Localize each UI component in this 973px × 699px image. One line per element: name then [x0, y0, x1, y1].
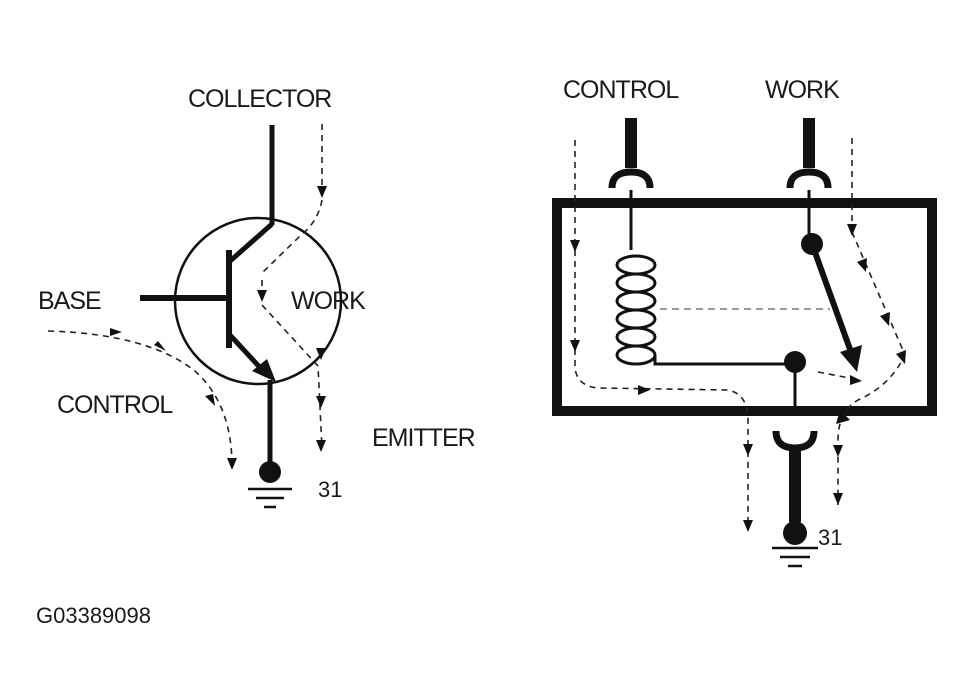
emitter-arrowhead — [252, 359, 276, 382]
emitter-label: EMITTER — [372, 424, 475, 452]
relay-control-current-path — [570, 140, 753, 532]
relay-coil — [615, 190, 795, 366]
transistor-control-label: CONTROL — [57, 391, 173, 419]
transistor-work-current-path — [257, 124, 327, 452]
figure-id: G03389098 — [36, 603, 151, 628]
relay-ground-label: 31 — [818, 525, 842, 550]
relay-housing — [552, 198, 937, 416]
transistor-symbol: COLLECTOR BASE WORK CONTROL EMITTER 31 — [38, 85, 476, 509]
work-terminal — [786, 118, 832, 189]
relay-control-label: CONTROL — [563, 76, 679, 104]
relay-work-current-path — [817, 138, 906, 505]
transistor-ground-label: 31 — [318, 477, 342, 502]
relay-switch — [784, 190, 862, 408]
transistor-ground-terminal — [259, 461, 281, 483]
base-label: BASE — [38, 287, 101, 315]
relay-work-label: WORK — [765, 76, 840, 104]
transistor-control-current-path — [47, 328, 237, 470]
relay-ground-terminal — [772, 430, 818, 568]
collector-label: COLLECTOR — [188, 85, 331, 113]
relay-symbol: CONTROL WORK 31 — [552, 76, 937, 568]
collector-diagonal — [227, 222, 274, 264]
switch-arrowhead — [840, 345, 862, 372]
control-terminal — [608, 118, 654, 189]
transistor-work-label: WORK — [291, 287, 366, 315]
